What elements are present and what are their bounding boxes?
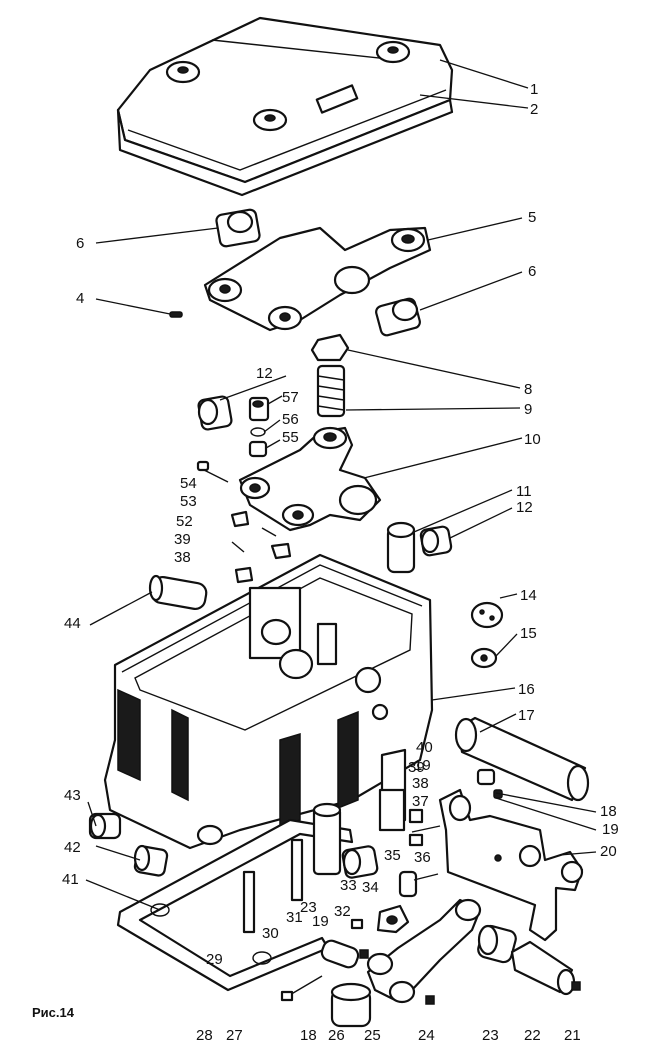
callout-label-l39b: 39 <box>408 759 425 776</box>
callout-label-l19a: 19 <box>414 757 431 774</box>
callout-label-l32: 32 <box>334 903 351 920</box>
callout-label-l52: 52 <box>176 513 193 530</box>
callout-label-l57: 57 <box>282 389 299 406</box>
callout-label-l33: 33 <box>340 877 357 894</box>
bracket-part <box>438 788 584 942</box>
callout-label-l31: 31 <box>286 909 303 926</box>
callout-label-l30: 30 <box>262 925 279 942</box>
callout-label-l43: 43 <box>64 787 81 804</box>
right-bushing-group <box>477 924 581 996</box>
callout-label-l9: 9 <box>524 401 532 418</box>
nut-group <box>341 845 410 934</box>
callout-label-l25: 25 <box>364 1027 381 1044</box>
callout-label-l40: 40 <box>416 739 433 756</box>
figure-caption: Рис.14 <box>32 1005 74 1020</box>
housing-part <box>103 553 434 850</box>
pin-part <box>148 574 208 611</box>
lever-part <box>366 898 482 1004</box>
callout-label-l4: 4 <box>76 290 84 307</box>
shaft-part <box>454 716 590 802</box>
callout-label-l35: 35 <box>384 847 401 864</box>
callout-label-l19c: 19 <box>312 913 329 930</box>
callout-label-l53: 53 <box>180 493 197 510</box>
callout-label-l38a: 38 <box>174 549 191 566</box>
cover-part <box>116 16 454 197</box>
callout-label-l18a: 18 <box>600 803 617 820</box>
callout-label-l38b: 38 <box>412 775 429 792</box>
callout-label-l36: 36 <box>414 849 431 866</box>
small-parts-group <box>197 395 270 458</box>
callout-label-l44: 44 <box>64 615 81 632</box>
fasteners-group <box>196 460 292 584</box>
callout-label-l23a: 23 <box>300 899 317 916</box>
callout-label-l56: 56 <box>282 411 299 428</box>
right-small-parts-group <box>378 768 503 898</box>
callout-label-l39a: 39 <box>174 531 191 548</box>
callout-label-l6a: 6 <box>76 235 84 252</box>
callout-label-l2: 2 <box>530 101 538 118</box>
callout-label-l10: 10 <box>524 431 541 448</box>
callout-label-l5: 5 <box>528 209 536 226</box>
callout-labels: 1245668910111212141516171818191919202122… <box>62 81 619 1044</box>
callout-label-l19b: 19 <box>602 821 619 838</box>
bushings-left-group <box>88 812 169 877</box>
leader-lines <box>85 59 597 911</box>
callout-label-l12a: 12 <box>256 365 273 382</box>
callout-label-l34: 34 <box>362 879 379 896</box>
upper-rocker-arm-part <box>203 208 432 337</box>
callout-label-l15: 15 <box>520 625 537 642</box>
callout-label-l28: 28 <box>196 1027 213 1044</box>
callout-label-l20: 20 <box>600 843 617 860</box>
callout-label-l55: 55 <box>282 429 299 446</box>
callout-label-l21: 21 <box>564 1027 581 1044</box>
callout-label-l1: 1 <box>530 81 538 98</box>
lower-rocker-arm-part <box>238 426 382 532</box>
callout-label-l54: 54 <box>180 475 197 492</box>
studs-group <box>242 802 342 934</box>
plates-group <box>470 601 504 669</box>
lower-small-parts-group <box>280 939 435 1028</box>
callout-label-l16: 16 <box>518 681 535 698</box>
screw-part <box>169 311 183 318</box>
callout-label-l24: 24 <box>418 1027 435 1044</box>
callout-label-l41: 41 <box>62 871 79 888</box>
callout-label-l12b: 12 <box>516 499 533 516</box>
callout-label-l27: 27 <box>226 1027 243 1044</box>
callout-label-l23b: 23 <box>482 1027 499 1044</box>
valve-parts-group <box>386 521 453 574</box>
callout-label-l17: 17 <box>518 707 535 724</box>
callout-label-l22: 22 <box>524 1027 541 1044</box>
callout-label-l29: 29 <box>206 951 223 968</box>
callout-label-l18b: 18 <box>300 1027 317 1044</box>
callout-label-l42: 42 <box>64 839 81 856</box>
callout-label-l11: 11 <box>516 483 532 500</box>
callout-label-l6b: 6 <box>528 263 536 280</box>
callout-label-l37: 37 <box>412 793 429 810</box>
nut-spring-part <box>310 333 350 418</box>
callout-label-l14: 14 <box>520 587 537 604</box>
callout-label-l8: 8 <box>524 381 532 398</box>
callout-label-l26: 26 <box>328 1027 345 1044</box>
